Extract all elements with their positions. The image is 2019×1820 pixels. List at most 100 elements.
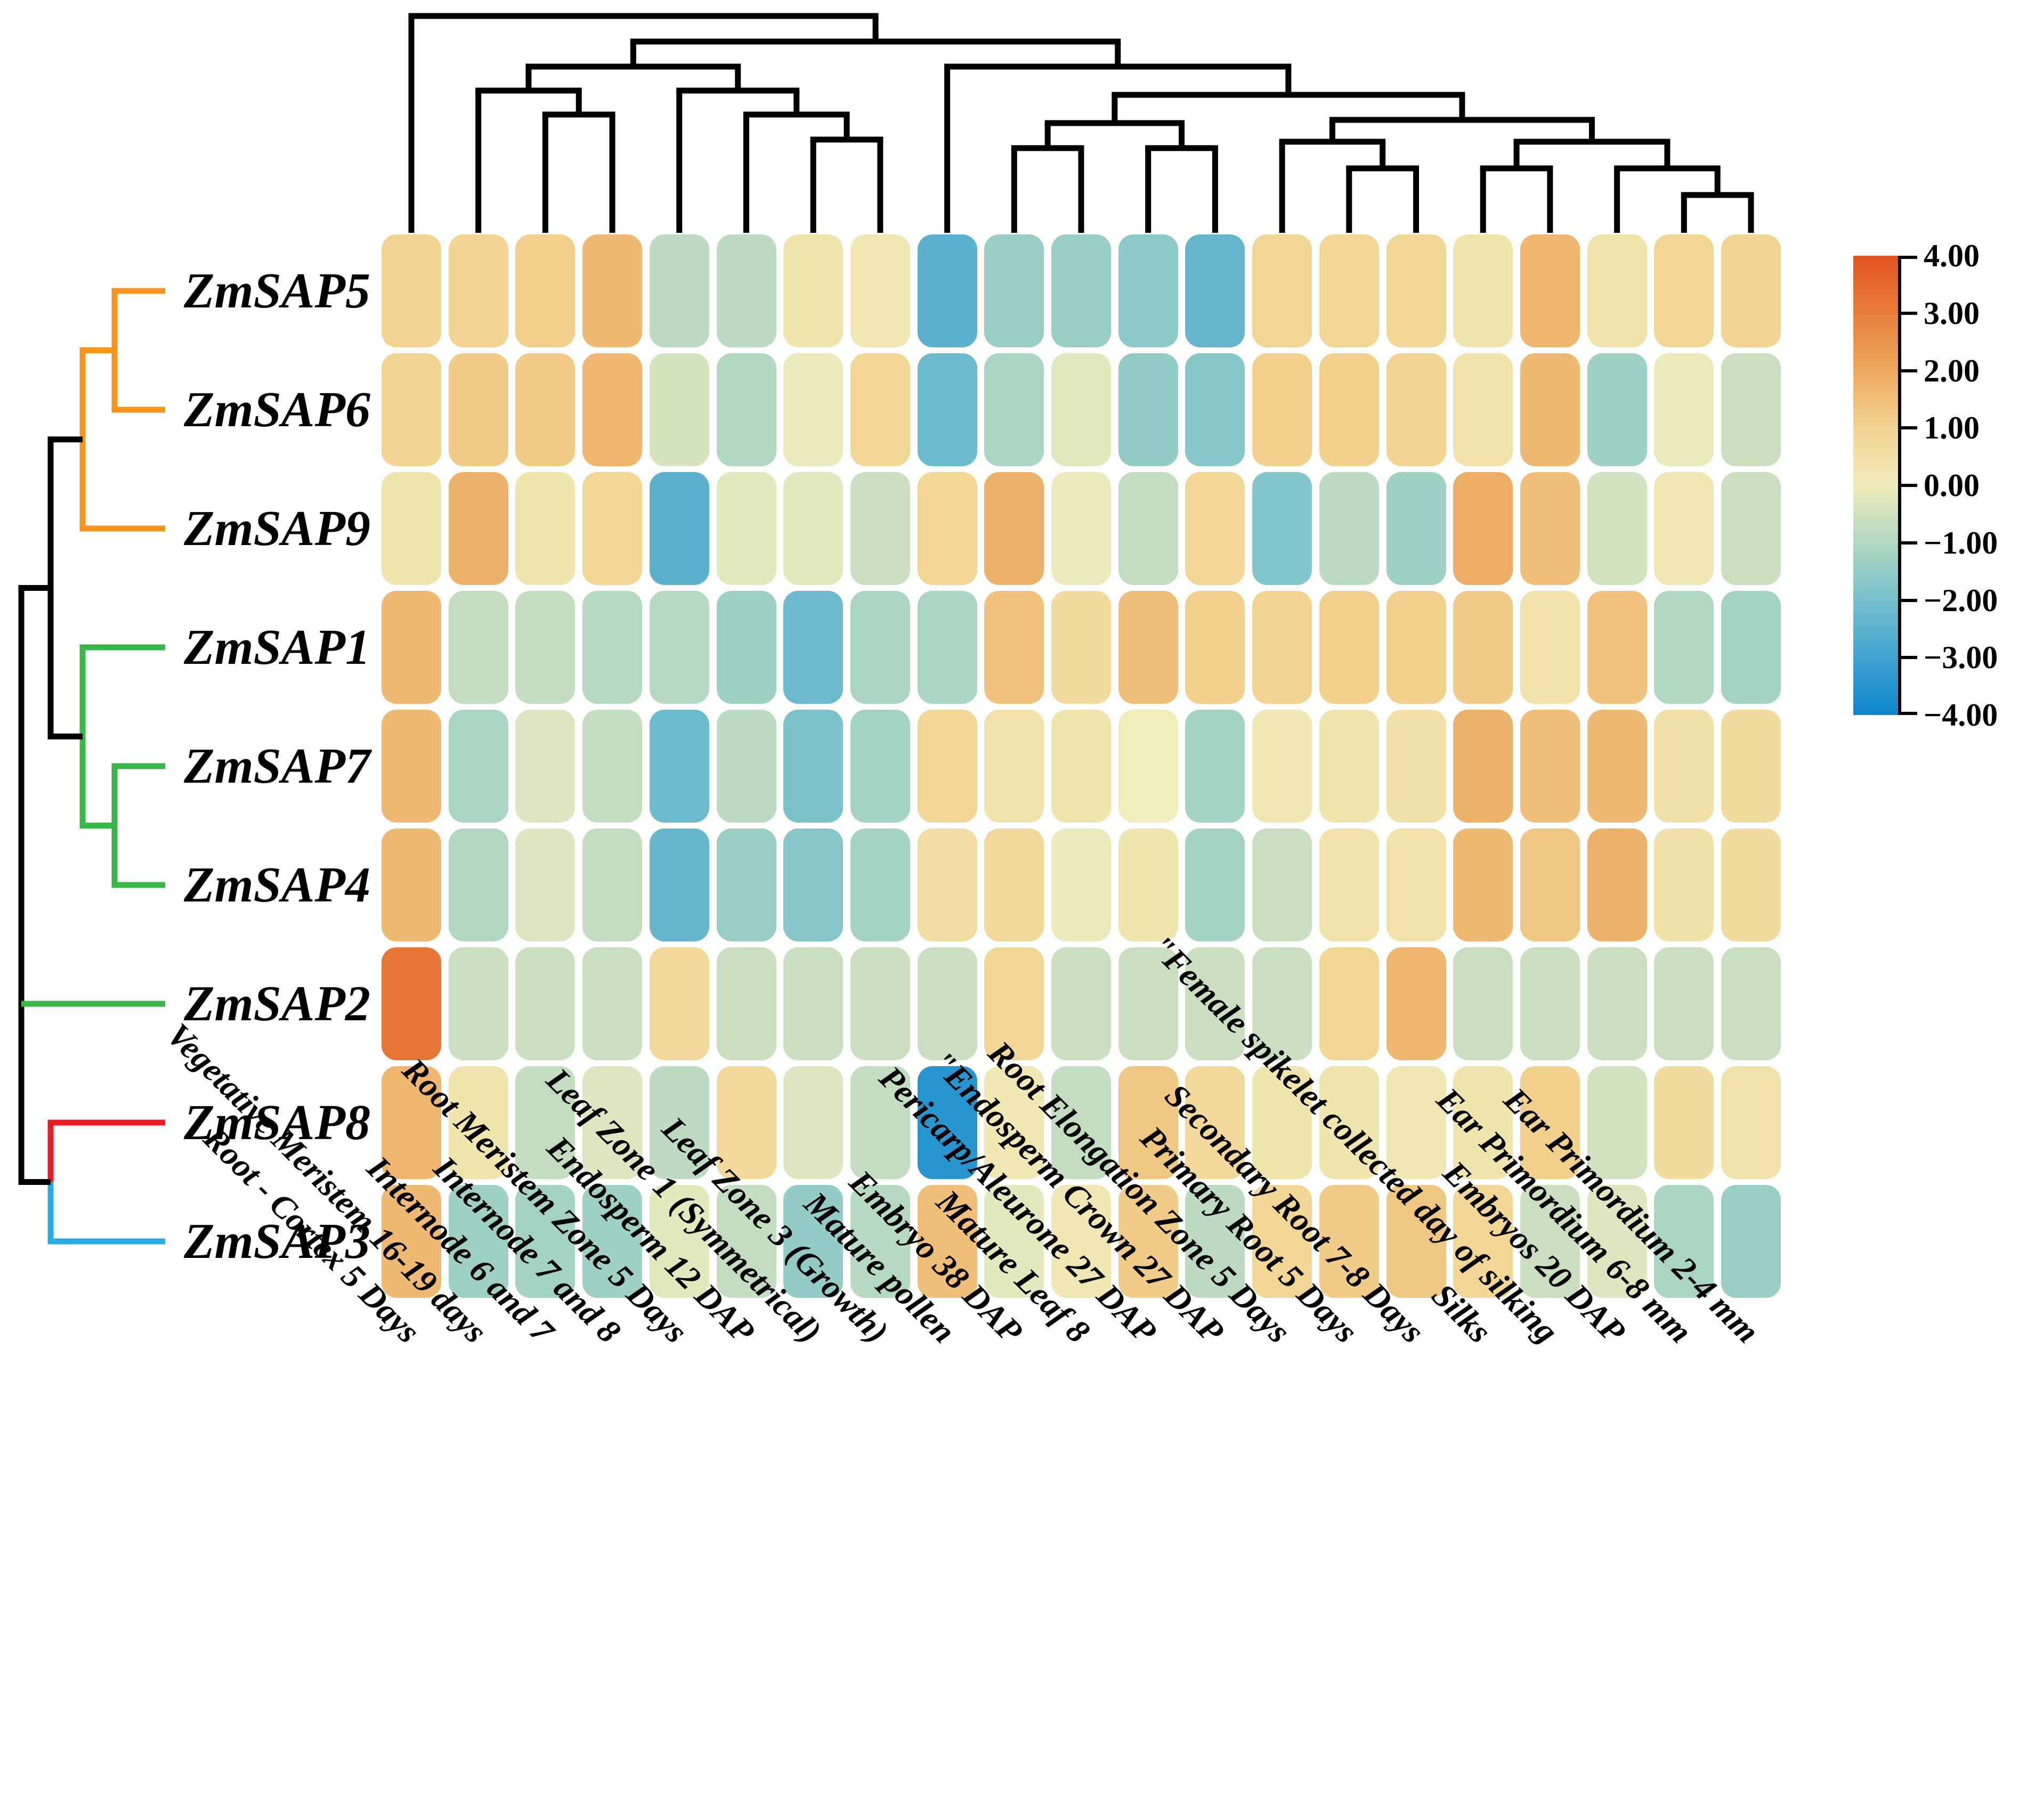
colorbar-tick-label: −1.00: [1924, 525, 1998, 560]
heatmap-cell: [382, 353, 441, 466]
heatmap-cell: [649, 591, 709, 704]
heatmap-cell: [582, 472, 643, 585]
heatmap-cell: [382, 947, 441, 1060]
row-label-ZmSAP8: ZmSAP8: [184, 1095, 370, 1150]
heatmap-cell: [649, 1066, 709, 1179]
heatmap-cell: [1185, 1066, 1245, 1179]
heatmap-cell: [1185, 710, 1245, 823]
heatmap-cell: [783, 1066, 844, 1179]
heatmap-cell: [1252, 353, 1312, 466]
heatmap-cell: [1386, 591, 1446, 704]
heatmap-cell: [1520, 710, 1580, 823]
heatmap-cell: [1051, 1066, 1111, 1179]
heatmap-cell: [984, 591, 1044, 704]
colorbar-tick-label: −3.00: [1924, 640, 1998, 676]
heatmap-cell: [1721, 710, 1781, 823]
heatmap-cell: [1118, 1185, 1178, 1298]
heatmap-cell: [1520, 947, 1580, 1060]
heatmap-cell: [649, 828, 709, 941]
colorbar-tick: [1898, 712, 1917, 715]
heatmap-cell: [1520, 1185, 1580, 1298]
colorbar-tick: [1898, 256, 1917, 259]
heatmap-cell: [850, 1185, 910, 1298]
heatmap-cell: [1654, 947, 1714, 1060]
heatmap-cell: [917, 710, 977, 823]
heatmap-cell: [984, 710, 1044, 823]
colorbar-tick: [1898, 541, 1917, 545]
heatmap-cell: [1654, 828, 1714, 941]
colorbar-tick: [1898, 598, 1917, 602]
heatmap-cell: [1185, 947, 1245, 1060]
heatmap-cell: [716, 353, 776, 466]
heatmap-cell: [1051, 947, 1111, 1060]
heatmap-cell: [917, 234, 977, 347]
heatmap-cell: [1654, 1066, 1714, 1179]
heatmap-cell: [649, 353, 709, 466]
heatmap-cell: [448, 234, 508, 347]
heatmap-cell: [1654, 353, 1714, 466]
heatmap-cell: [1453, 234, 1513, 347]
heatmap-cell: [1587, 353, 1647, 466]
heatmap-cell: [1252, 234, 1312, 347]
heatmap-cell: [1386, 1066, 1446, 1179]
heatmap-cell: [1453, 591, 1513, 704]
heatmap-cell: [716, 234, 776, 347]
heatmap-cell: [1051, 472, 1111, 585]
heatmap-cell: [582, 591, 643, 704]
heatmap-cell: [1319, 1066, 1379, 1179]
heatmap-cell: [382, 828, 441, 941]
heatmap-cell: [1721, 1185, 1781, 1298]
heatmap-cell: [515, 947, 575, 1060]
heatmap-cell: [1319, 710, 1379, 823]
heatmap-cell: [1386, 828, 1446, 941]
heatmap-cell: [1319, 828, 1379, 941]
colorbar-tick: [1898, 656, 1917, 660]
heatmap-cell: [1319, 947, 1379, 1060]
colorbar-tick-label: 4.00: [1924, 238, 1980, 273]
heatmap-cell: [1587, 1066, 1647, 1179]
heatmap-cell: [1252, 947, 1312, 1060]
heatmap-cell: [783, 710, 844, 823]
heatmap-cell: [1185, 1185, 1245, 1298]
heatmap-cell: [1118, 1066, 1178, 1179]
heatmap-cell: [448, 1185, 508, 1298]
heatmap-cell: [1319, 234, 1379, 347]
heatmap-cell: [984, 472, 1044, 585]
heatmap-cell: [382, 591, 441, 704]
heatmap-cell: [382, 710, 441, 823]
heatmap-cell: [448, 1066, 508, 1179]
heatmap-cell: [1587, 947, 1647, 1060]
heatmap-cell: [1654, 472, 1714, 585]
heatmap-cell: [515, 1066, 575, 1179]
heatmap-cell: [1051, 1185, 1111, 1298]
heatmap-cell: [716, 710, 776, 823]
heatmap-cell: [1319, 353, 1379, 466]
colorbar-tick-label: 1.00: [1924, 410, 1980, 446]
heatmap-cell: [1118, 353, 1178, 466]
row-label-ZmSAP5: ZmSAP5: [184, 263, 370, 319]
colorbar-tick: [1898, 484, 1917, 487]
heatmap-cell: [984, 353, 1044, 466]
heatmap-cell: [515, 591, 575, 704]
heatmap-cell: [448, 472, 508, 585]
heatmap-cell: [1654, 710, 1714, 823]
heatmap-cell: [850, 353, 910, 466]
heatmap-cell: [382, 234, 441, 347]
heatmap-cell: [1118, 828, 1178, 941]
heatmap-cell: [1051, 353, 1111, 466]
heatmap-cell: [917, 591, 977, 704]
heatmap-cell: [1721, 353, 1781, 466]
heatmap-cell: [850, 234, 910, 347]
heatmap-cell: [716, 1185, 776, 1298]
row-dendrogram: [18, 288, 165, 1245]
heatmap-cell: [1520, 353, 1580, 466]
heatmap-cell: [1453, 947, 1513, 1060]
heatmap-cell: [1520, 472, 1580, 585]
heatmap-cell: [1118, 472, 1178, 585]
heatmap-cell: [783, 591, 844, 704]
row-label-ZmSAP3: ZmSAP3: [184, 1214, 370, 1269]
heatmap-cell: [917, 947, 977, 1060]
colorbar-tick: [1898, 426, 1917, 430]
heatmap-cell: [1252, 591, 1312, 704]
